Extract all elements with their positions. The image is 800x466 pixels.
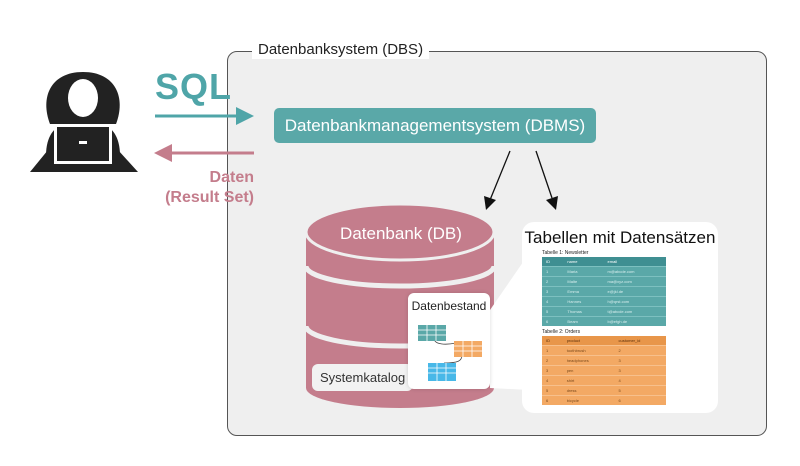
- table-cell: Thomas: [563, 306, 604, 317]
- table-cell: Maria: [563, 266, 604, 277]
- datenbestand-label: Datenbestand: [411, 299, 487, 313]
- sql-label: SQL: [155, 66, 233, 107]
- table-cell: 5: [542, 306, 564, 317]
- systemkatalog-box: Systemkatalog: [312, 364, 414, 391]
- result-arrow-icon: [154, 144, 254, 162]
- table-cell: h@qrst.com: [603, 296, 666, 307]
- table-cell: 5: [614, 385, 666, 396]
- table-cell: 4: [614, 375, 666, 386]
- table-cell: 5: [542, 385, 563, 396]
- tables-panel-title: Tabellen mit Datensätzen: [524, 228, 716, 247]
- newsletter-header-name: name: [563, 257, 604, 267]
- user-at-laptop-icon: [30, 72, 138, 172]
- orders-header-customer-id: customer_id: [614, 336, 666, 346]
- data-tables-icon: [418, 325, 482, 381]
- newsletter-header-id: ID: [542, 257, 564, 267]
- table-cell: 3: [542, 365, 563, 376]
- table-cell: 1: [542, 345, 563, 356]
- orders-caption: Tabelle 2: Orders: [542, 329, 581, 335]
- table-cell: headphones: [562, 355, 615, 366]
- table-cell: 1: [542, 266, 564, 277]
- orders-header-product: product: [562, 336, 615, 346]
- table-cell: m@abcde.com: [603, 266, 666, 277]
- result-set-text: (Result Set): [165, 189, 254, 206]
- sql-arrow-icon: [155, 107, 254, 125]
- table-cell: ma@xyz.com: [603, 276, 666, 287]
- cylinder-top: [304, 202, 496, 262]
- table-cell: 6: [542, 395, 563, 405]
- table-cell: toothbrush: [562, 345, 615, 356]
- face-shape: [68, 79, 98, 117]
- dbms-label: Datenbankmanagementsystem (DBMS): [284, 115, 586, 135]
- table-cell: shirt: [562, 375, 615, 386]
- table-cell: Hannes: [563, 296, 604, 307]
- table-cell: dress: [562, 385, 615, 396]
- table-cell: 2: [542, 355, 563, 366]
- laptop-logo: [79, 141, 87, 144]
- daten-text: Daten: [209, 169, 254, 186]
- table-cell: 2: [614, 345, 666, 356]
- tables-panel: Tabellen mit Datensätzen Tabelle 1: News…: [522, 222, 718, 413]
- cylinder-band-1: [303, 265, 497, 289]
- callout-wedge: [490, 252, 530, 390]
- table-cell: 6: [614, 395, 666, 405]
- database-label: Datenbank (DB): [340, 224, 462, 243]
- newsletter-caption: Tabelle 1: Newsletter: [542, 250, 589, 256]
- result-set-label: Daten (Result Set): [156, 168, 254, 208]
- dbs-title: Datenbanksystem (DBS): [252, 41, 430, 59]
- table-cell: 4: [542, 375, 563, 386]
- dbms-arrows-icon: [484, 150, 558, 210]
- newsletter-header-email: email: [603, 257, 666, 267]
- table-cell: 4: [542, 296, 564, 307]
- orders-header-id: ID: [542, 336, 563, 346]
- table-cell: bicycle: [562, 395, 615, 405]
- datenbestand-box: Datenbestand: [408, 293, 490, 389]
- table-cell: 3: [542, 286, 564, 297]
- table-cell: 3: [614, 365, 666, 376]
- table-cell: 6: [542, 316, 564, 326]
- table-cell: Beam: [563, 316, 604, 326]
- table-cell: 3: [614, 355, 666, 366]
- table-cell: Malte: [563, 276, 604, 287]
- table-cell: e@jkl.de: [603, 286, 666, 297]
- table-cell: 2: [542, 276, 564, 287]
- table-cell: b@efgh.de: [603, 316, 666, 326]
- dbms-box: Datenbankmanagementsystem (DBMS): [274, 108, 596, 143]
- table-cell: pen: [562, 365, 615, 376]
- table-cell: t@abcde.com: [603, 306, 666, 317]
- table-cell: Emma: [563, 286, 604, 297]
